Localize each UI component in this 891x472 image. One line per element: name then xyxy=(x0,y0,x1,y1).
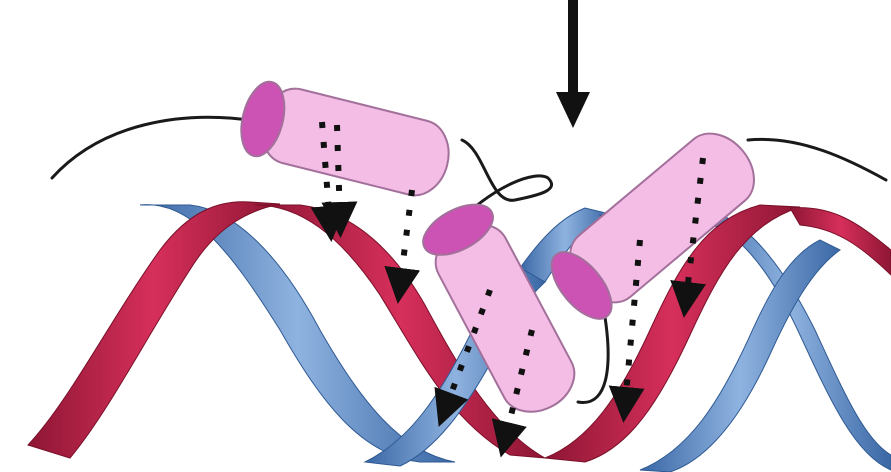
linker-n-terminus xyxy=(52,117,262,178)
contact-arrow xyxy=(400,190,412,286)
helix-1 xyxy=(234,77,456,202)
linker-c-terminus xyxy=(748,139,886,180)
down-arrow-icon xyxy=(556,0,590,128)
